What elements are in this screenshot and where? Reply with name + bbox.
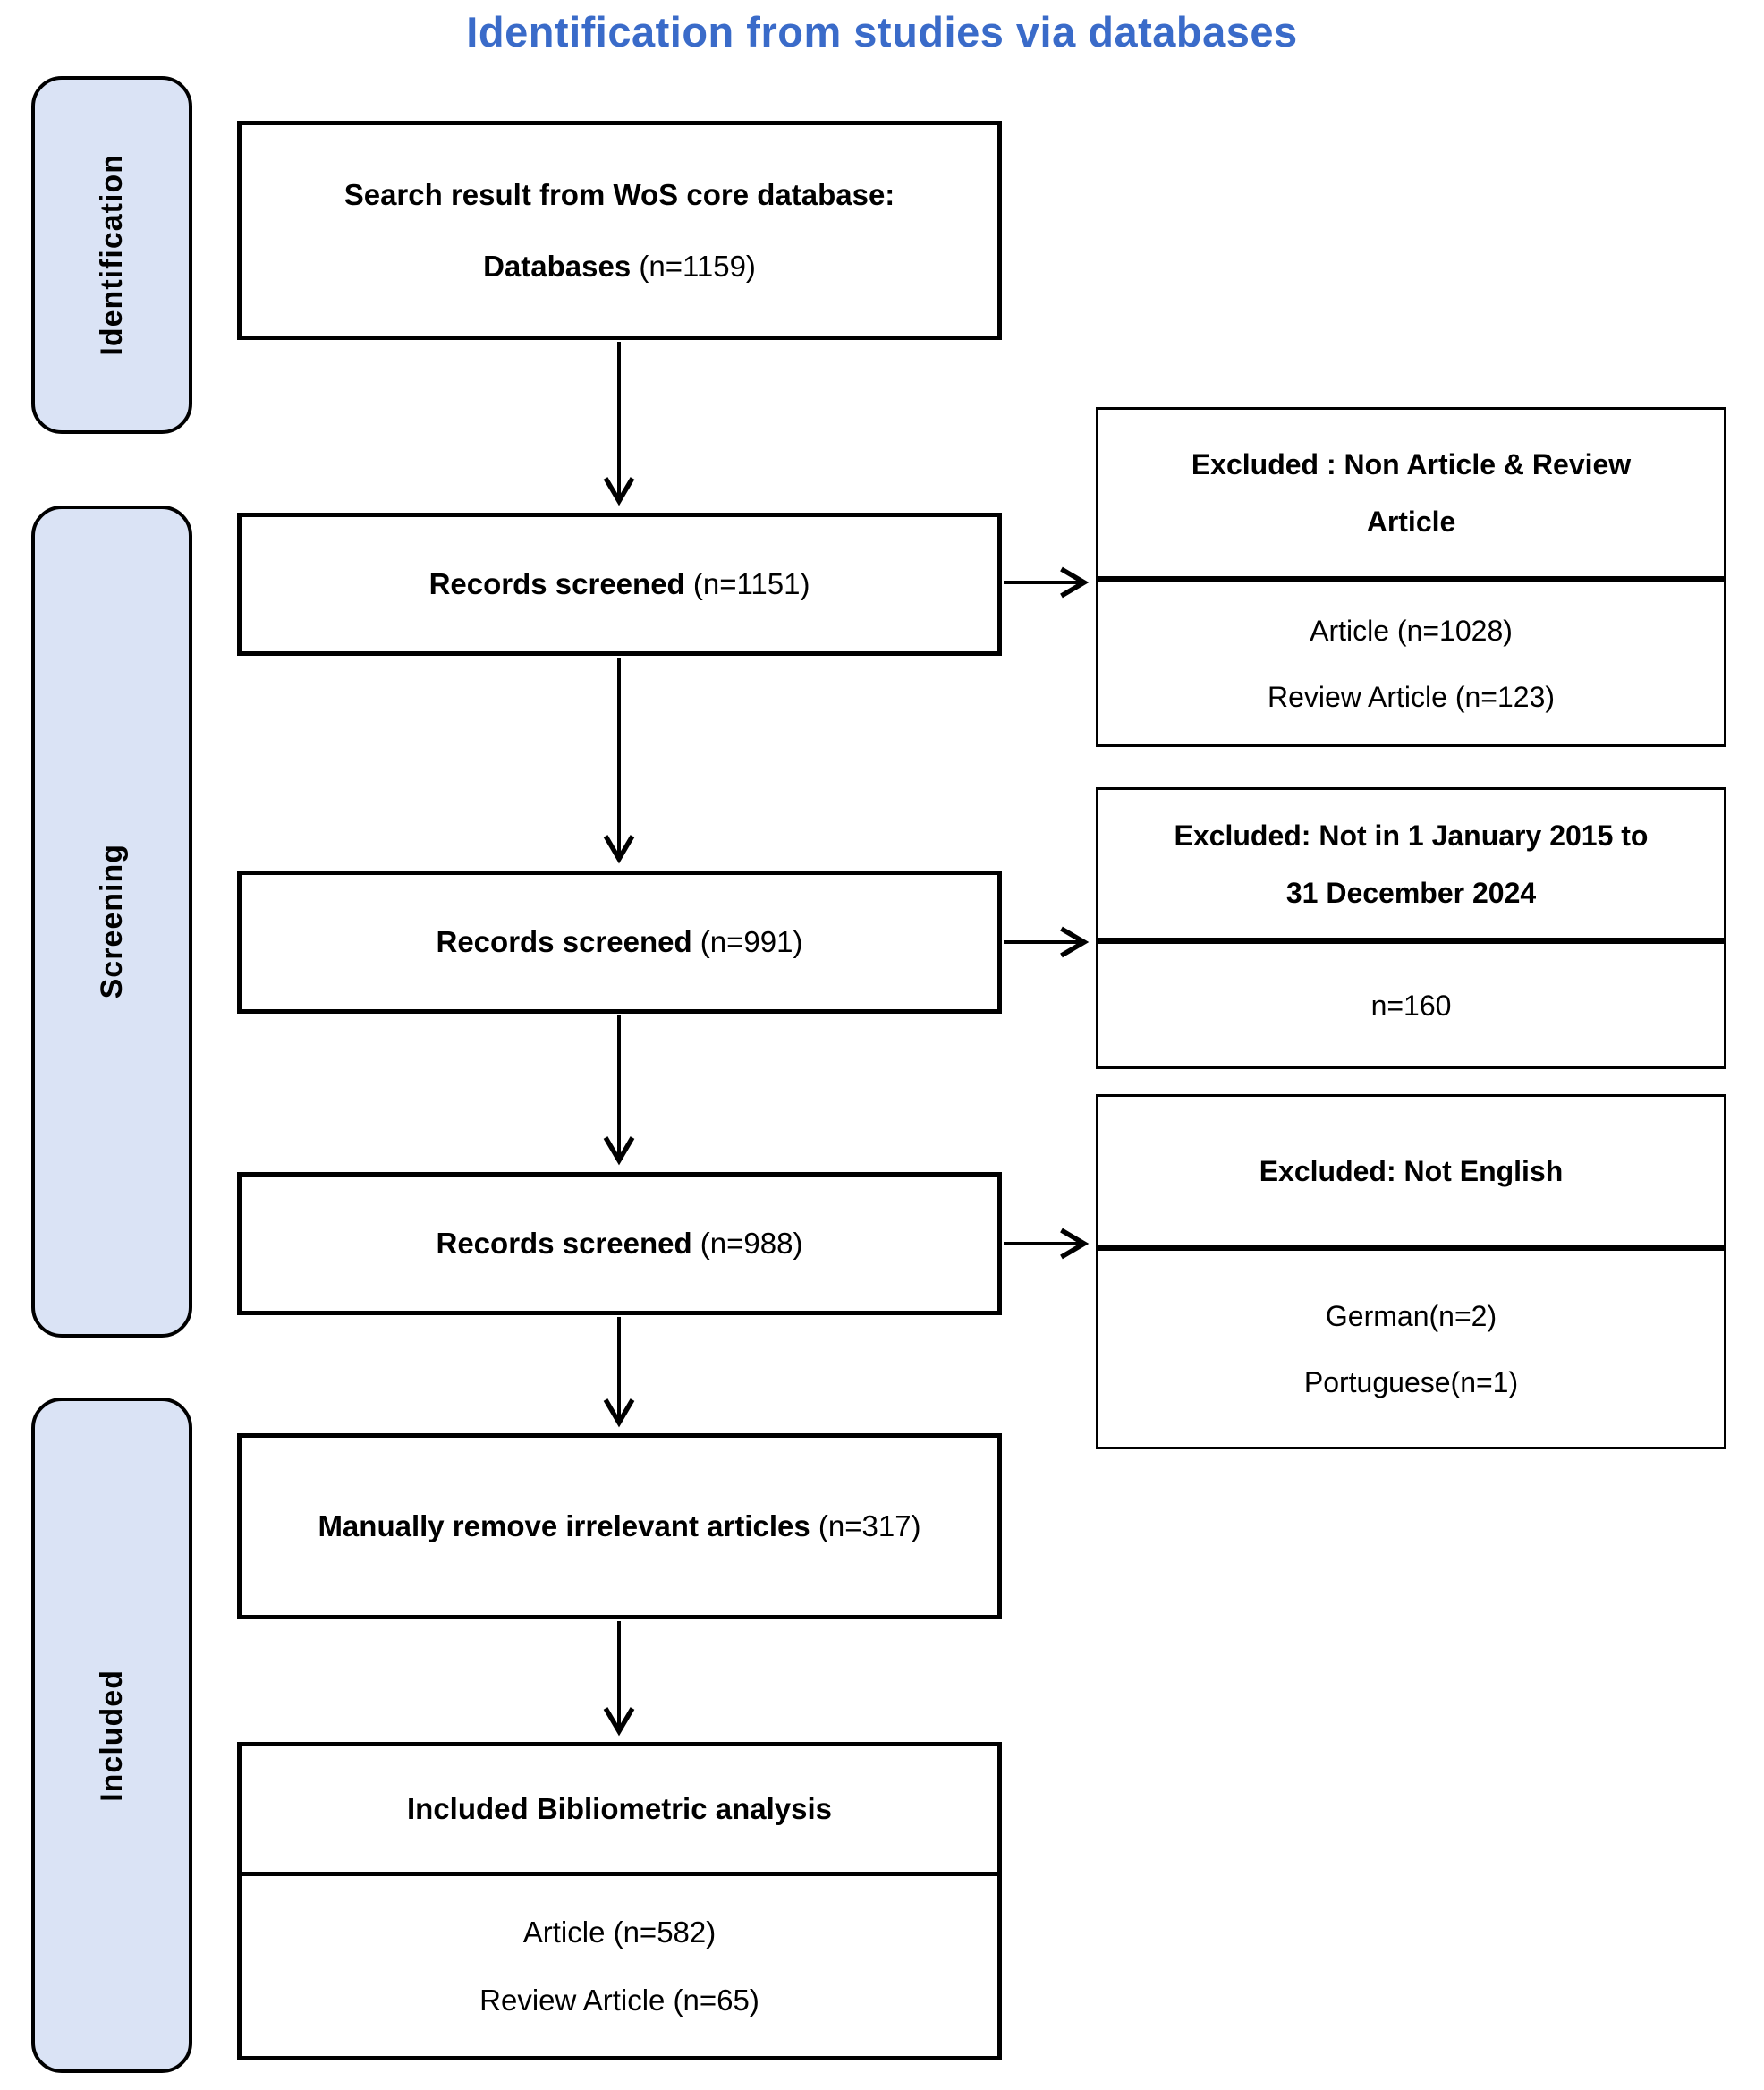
box-search-result: Search result from WoS core database: Da… [237,121,1002,340]
box-included-body: Article (n=582) Review Article (n=65) [242,1876,997,2056]
box-excluded-not-english: Excluded: Not English German(n=2) Portug… [1096,1094,1726,1449]
box-records-screened-2: Records screened (n=991) [237,871,1002,1014]
box-records-screened-1: Records screened (n=1151) [237,513,1002,656]
excluded-german-count: German(n=2) [1325,1299,1497,1332]
excluded-date-range-body: n=160 [1098,944,1724,1066]
excluded-non-article-body: Article (n=1028) Review Article (n=123) [1098,582,1724,744]
included-article-count: Article (n=582) [522,1915,717,1949]
stage-included-label: Included [94,1669,129,1802]
box-records-screened-3: Records screened (n=988) [237,1172,1002,1315]
box-search-result-line1: Search result from WoS core database: [343,177,895,211]
box-manual-remove: Manually remove irrelevant articles (n=3… [237,1433,1002,1619]
included-review-count: Review Article (n=65) [479,1983,759,2017]
excluded-date-count: n=160 [1370,989,1452,1022]
box-search-result-line2: Databases (n=1159) [483,249,756,283]
box-included-bibliometric: Included Bibliometric analysis Article (… [237,1742,1002,2060]
stage-identification-label: Identification [94,154,129,356]
excluded-portuguese-count: Portuguese(n=1) [1303,1365,1519,1398]
stage-screening-label: Screening [94,844,129,999]
box-included-header: Included Bibliometric analysis [242,1746,997,1876]
excluded-not-english-header: Excluded: Not English [1098,1097,1724,1251]
excluded-date-range-header: Excluded: Not in 1 January 2015 to 31 De… [1098,790,1724,944]
stage-included: Included [31,1398,192,2073]
box-excluded-date-range: Excluded: Not in 1 January 2015 to 31 De… [1096,787,1726,1069]
excluded-review-count: Review Article (n=123) [1267,680,1556,713]
stage-screening: Screening [31,506,192,1338]
excluded-non-article-header: Excluded : Non Article & Review Article [1098,410,1724,582]
excluded-not-english-body: German(n=2) Portuguese(n=1) [1098,1251,1724,1447]
excluded-article-count: Article (n=1028) [1310,614,1513,647]
diagram-title: Identification from studies via database… [466,8,1298,55]
stage-identification: Identification [31,76,192,434]
box-excluded-non-article: Excluded : Non Article & Review Article … [1096,407,1726,747]
